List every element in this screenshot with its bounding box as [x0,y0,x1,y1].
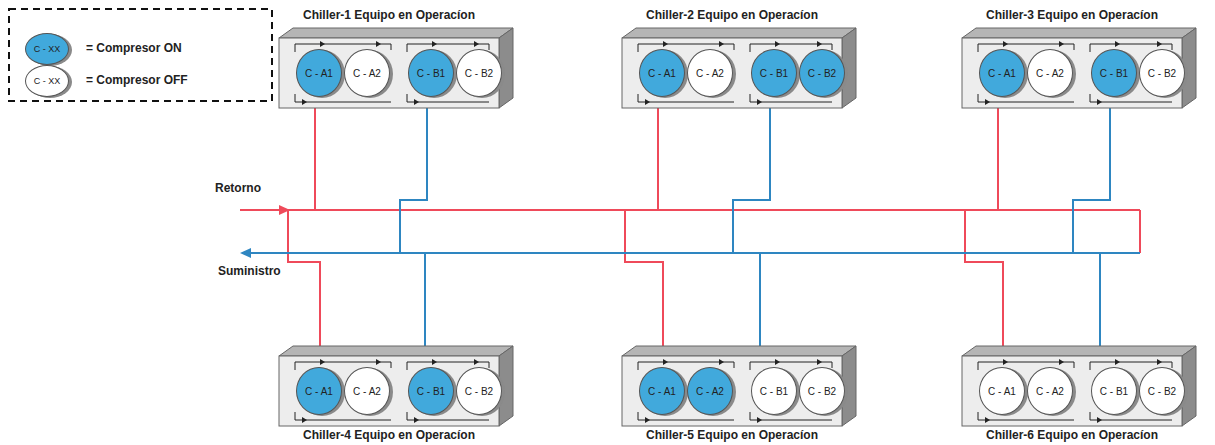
compressor-label: C - B2 [1148,386,1176,397]
compressor-circle: C - A2 [687,49,733,97]
compressor-label: C - B2 [808,386,836,397]
compressor-circle: C - B1 [408,367,454,415]
legend-swatch: C - XX [25,65,69,97]
chiller-title: Chiller-1 Equipo en Operacíon [303,8,475,22]
compressor-circle: C - A2 [344,49,390,97]
compressor-label: C - B1 [1100,386,1128,397]
flow-arrow [279,205,290,215]
compressor-circle: C - B1 [751,367,797,415]
pipe-label: Suministro [218,264,281,278]
compressor-label: C - A2 [353,386,381,397]
compressor-label: C - A1 [648,68,676,79]
compressor-label: C - A2 [696,386,724,397]
compressor-label: C - B1 [417,68,445,79]
legend-text: = Compresor ON [86,41,182,55]
compressor-circle: C - A1 [979,49,1025,97]
compressor-label: C - B1 [1100,68,1128,79]
compressor-label: C - B1 [417,386,445,397]
compressor-circle: C - A2 [1027,49,1073,97]
compressor-circle: C - A1 [296,49,342,97]
pipe-label: Retorno [215,181,261,195]
chiller-unit: Chiller-3 Equipo en Operacíon C - A1 C - A… [958,8,1198,110]
compressor-circle: C - B1 [751,49,797,97]
compressor-circle: C - B1 [408,49,454,97]
compressor-label: C - B2 [465,68,493,79]
legend-text: = Compresor OFF [86,73,188,87]
compressor-circle: C - A2 [687,367,733,415]
chiller-unit: Chiller-5 Equipo en Operacíon C - A1 C - A… [618,346,858,444]
compressor-label: C - A1 [988,386,1016,397]
compressor-circle: C - B1 [1091,367,1137,415]
supply-pipes [248,108,1140,356]
compressor-circle: C - B2 [456,49,502,97]
compressor-circle: C - A1 [979,367,1025,415]
chiller-title: Chiller-2 Equipo en Operacíon [646,8,818,22]
return-pipes [240,108,1140,356]
compressor-circle: C - A1 [296,367,342,415]
compressor-label: C - A1 [305,68,333,79]
legend-swatch: C - XX [25,33,69,65]
chiller-title: Chiller-4 Equipo en Operacíon [303,428,475,442]
chiller-unit: Chiller-6 Equipo en Operacíon C - A1 C - A… [958,346,1198,444]
compressor-circle: C - B2 [1139,367,1185,415]
compressor-circle: C - A1 [639,367,685,415]
compressor-circle: C - B2 [1139,49,1185,97]
compressor-label: C - B2 [808,68,836,79]
chiller-unit: Chiller-4 Equipo en Operacíon C - A1 C - A… [275,346,515,444]
compressor-circle: C - B1 [1091,49,1137,97]
compressor-label: C - A1 [648,386,676,397]
compressor-label: C - A2 [353,68,381,79]
compressor-label: C - B1 [760,68,788,79]
chiller-title: Chiller-3 Equipo en Operacíon [986,8,1158,22]
compressor-circle: C - A2 [344,367,390,415]
compressor-label: C - B2 [1148,68,1176,79]
legend-symbol-text: C - XX [34,76,61,86]
compressor-label: C - A1 [988,68,1016,79]
chiller-unit: Chiller-1 Equipo en Operacíon C - A1 C - A… [275,8,515,110]
compressor-label: C - B2 [465,386,493,397]
chiller-title: Chiller-6 Equipo en Operacíon [986,428,1158,442]
compressor-label: C - B1 [760,386,788,397]
compressor-circle: C - B2 [799,49,845,97]
compressor-circle: C - B2 [456,367,502,415]
compressor-label: C - A2 [1036,68,1064,79]
chiller-title: Chiller-5 Equipo en Operacíon [646,428,818,442]
chiller-unit: Chiller-2 Equipo en Operacíon C - A1 C - A… [618,8,858,110]
compressor-circle: C - A2 [1027,367,1073,415]
legend-symbol-text: C - XX [34,44,61,54]
compressor-circle: C - A1 [639,49,685,97]
legend-frame [9,9,272,101]
compressor-label: C - A2 [696,68,724,79]
compressor-label: C - A1 [305,386,333,397]
flow-arrow [240,248,251,258]
compressor-circle: C - B2 [799,367,845,415]
compressor-label: C - A2 [1036,386,1064,397]
